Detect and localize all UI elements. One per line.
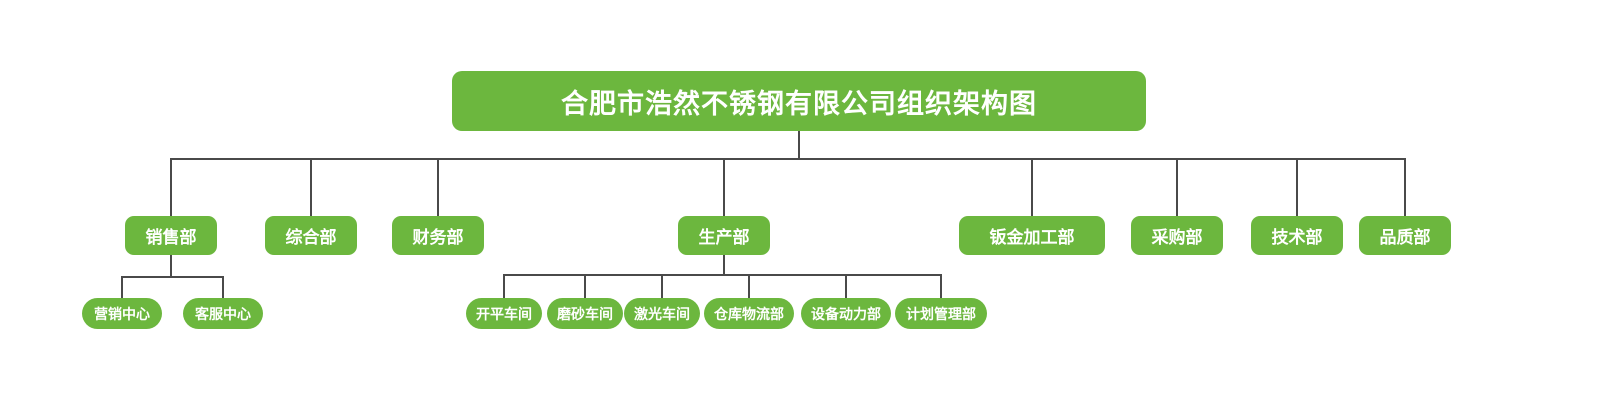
node-finance-dept[interactable]: 财务部: [392, 216, 484, 255]
node-general-affairs-dept[interactable]: 综合部: [265, 216, 357, 255]
node-company-title[interactable]: 合肥市浩然不锈钢有限公司组织架构图: [452, 71, 1146, 131]
node-sheet-metal-processing-dept[interactable]: 钣金加工部: [959, 216, 1105, 255]
node-sales-dept[interactable]: 销售部: [125, 216, 217, 255]
node-technology-dept[interactable]: 技术部: [1251, 216, 1343, 255]
node-sanding-workshop[interactable]: 磨砂车间: [547, 298, 623, 329]
node-production-dept[interactable]: 生产部: [678, 216, 770, 255]
node-quality-dept[interactable]: 品质部: [1359, 216, 1451, 255]
node-equipment-power-dept[interactable]: 设备动力部: [801, 298, 891, 329]
node-marketing-center[interactable]: 营销中心: [82, 298, 162, 329]
node-purchasing-dept[interactable]: 采购部: [1131, 216, 1223, 255]
node-planning-management-dept[interactable]: 计划管理部: [895, 298, 987, 329]
node-leveling-workshop[interactable]: 开平车间: [466, 298, 542, 329]
node-customer-service-center[interactable]: 客服中心: [183, 298, 263, 329]
node-warehouse-logistics-dept[interactable]: 仓库物流部: [704, 298, 794, 329]
node-laser-workshop[interactable]: 激光车间: [624, 298, 700, 329]
